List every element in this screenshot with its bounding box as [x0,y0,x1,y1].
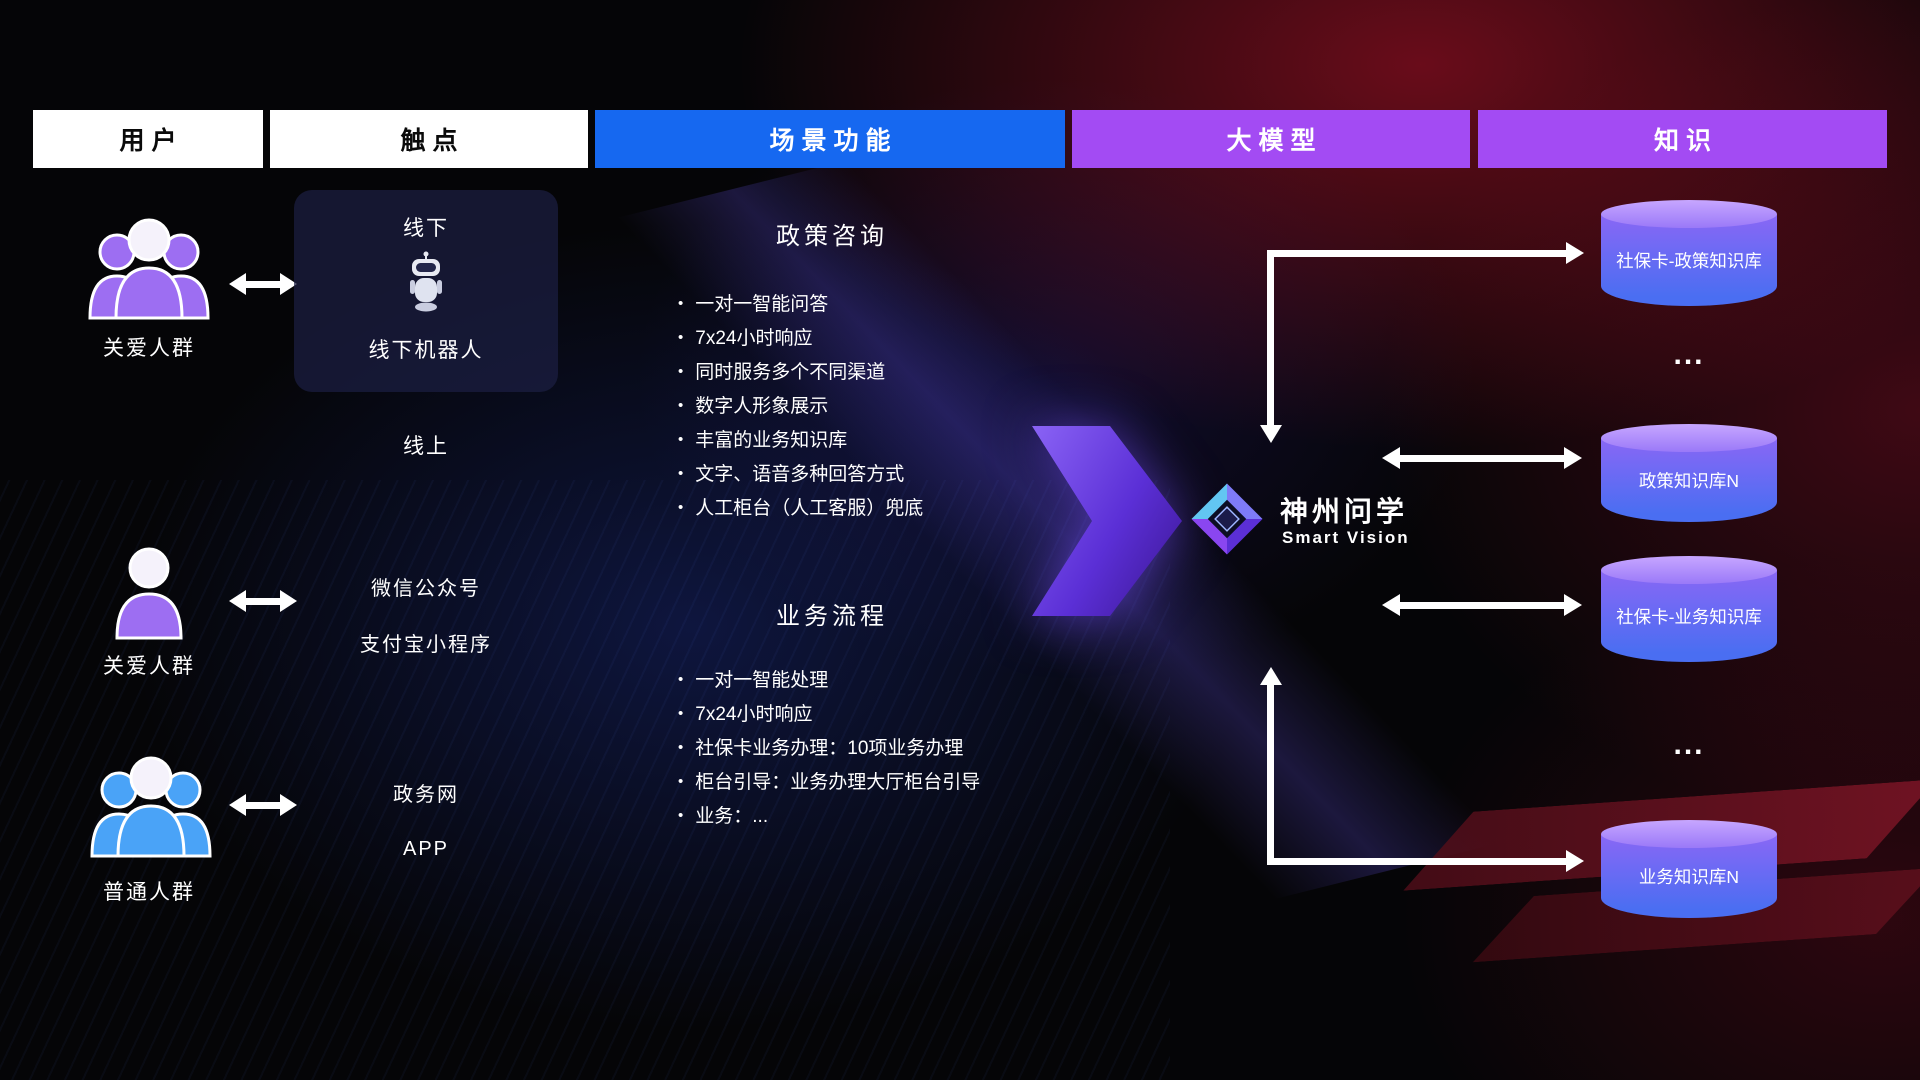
model-subtitle: Smart Vision [1282,528,1410,547]
knowledge-db-business-n: 业务知识库N [1601,820,1777,918]
db-label: 社保卡-政策知识库 [1616,251,1762,272]
connector-line [1267,250,1274,425]
cylinder-top [1601,200,1777,228]
knowledge-db-social-policy: 社保卡-政策知识库 [1601,200,1777,306]
channel-app: APP [402,838,450,860]
list-item: 柜台引导：业务办理大厅柜台引导 [678,766,980,800]
list-item: 同时服务多个不同渠道 [678,356,923,390]
list-item: 一对一智能问答 [678,288,923,322]
connector-line [1267,858,1567,865]
list-item: 文字、语音多种回答方式 [678,458,923,492]
knowledge-db-policy-n: 政策知识库N [1601,424,1777,522]
db-label: 业务知识库N [1638,867,1740,888]
connector-line [1400,455,1564,462]
list-item: 数字人形象展示 [678,390,923,424]
cylinder-body [1601,214,1777,306]
policy-consultation-list: 一对一智能问答 7x24小时响应 同时服务多个不同渠道 数字人形象展示 丰富的业… [678,288,923,526]
list-item: 人工柜台（人工客服）兜底 [678,492,923,526]
cylinder-body [1601,834,1777,918]
double-arrow-icon [229,273,297,295]
arrowhead-right-icon [1564,594,1582,616]
users-group-blue-icon [86,748,216,863]
header-tab-knowledge: 知识 [1478,110,1887,168]
online-title: 线上 [403,435,449,458]
model-name: 神州问学 [1280,496,1409,527]
header-tab-large-model: 大模型 [1072,110,1470,168]
channel-alipay: 支付宝小程序 [360,634,492,656]
db-label: 社保卡-业务知识库 [1616,607,1762,628]
list-item: 一对一智能处理 [678,664,980,698]
ellipsis-dots: ... [1673,338,1705,371]
arrowhead-left-icon [1382,447,1400,469]
list-item: 7x24小时响应 [678,698,980,732]
ellipsis-dots: ... [1673,728,1705,761]
header-tab-scene-functions: 场景功能 [595,110,1065,168]
double-arrow-icon [229,794,297,816]
double-arrow-icon [229,590,297,612]
robot-icon [406,250,446,319]
cylinder-body [1601,570,1777,662]
channel-wechat: 微信公众号 [371,578,481,600]
arrowhead-up-icon [1260,667,1282,685]
list-item: 业务：... [678,800,980,834]
connector-line [1267,685,1274,865]
knowledge-db-social-business: 社保卡-业务知识库 [1601,556,1777,662]
flow-arrow-icon [1032,426,1182,616]
offline-robot-label: 线下机器人 [368,339,484,362]
users-group-purple-icon [84,210,214,325]
cylinder-top [1601,556,1777,584]
offline-title: 线下 [403,217,449,240]
function-title-business: 业务流程 [776,603,888,630]
db-label: 政策知识库N [1638,471,1740,492]
cylinder-body [1601,438,1777,522]
user-group-label: 关爱人群 [103,337,195,360]
business-process-list: 一对一智能处理 7x24小时响应 社保卡业务办理：10项业务办理 柜台引导：业务… [678,664,980,834]
connector-line [1400,602,1564,609]
list-item: 7x24小时响应 [678,322,923,356]
arrowhead-right-icon [1564,447,1582,469]
channel-gov-web: 政务网 [393,784,459,806]
user-group-label: 关爱人群 [103,655,195,678]
header-tab-touchpoints: 触点 [270,110,588,168]
arrowhead-right-icon [1566,850,1584,872]
cylinder-top [1601,424,1777,452]
list-item: 丰富的业务知识库 [678,424,923,458]
arrowhead-left-icon [1382,594,1400,616]
user-group-label: 普通人群 [103,881,195,904]
list-item: 社保卡业务办理：10项业务办理 [678,732,980,766]
function-title-policy: 政策咨询 [776,223,888,250]
user-person-purple-icon [112,545,186,646]
header-tab-users: 用户 [33,110,263,168]
cylinder-top [1601,820,1777,848]
arrowhead-right-icon [1566,242,1584,264]
connector-line [1267,250,1567,257]
smart-vision-logo-icon [1190,482,1264,561]
arrowhead-down-icon [1260,425,1282,443]
